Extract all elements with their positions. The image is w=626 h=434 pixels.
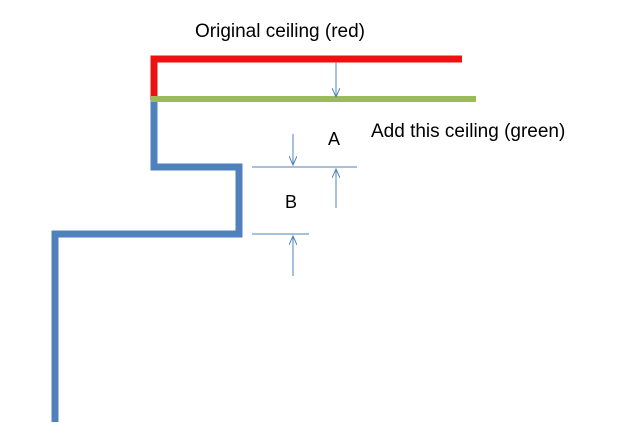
wall-profile-line [51, 100, 243, 422]
added-ceiling-label: Add this ceiling (green) [371, 121, 565, 142]
original-ceiling-label: Original ceiling (red) [195, 21, 365, 42]
dimension-b-label: B [285, 192, 297, 212]
original-ceiling-line [150, 55, 462, 100]
dimension-a-label: A [328, 129, 340, 149]
